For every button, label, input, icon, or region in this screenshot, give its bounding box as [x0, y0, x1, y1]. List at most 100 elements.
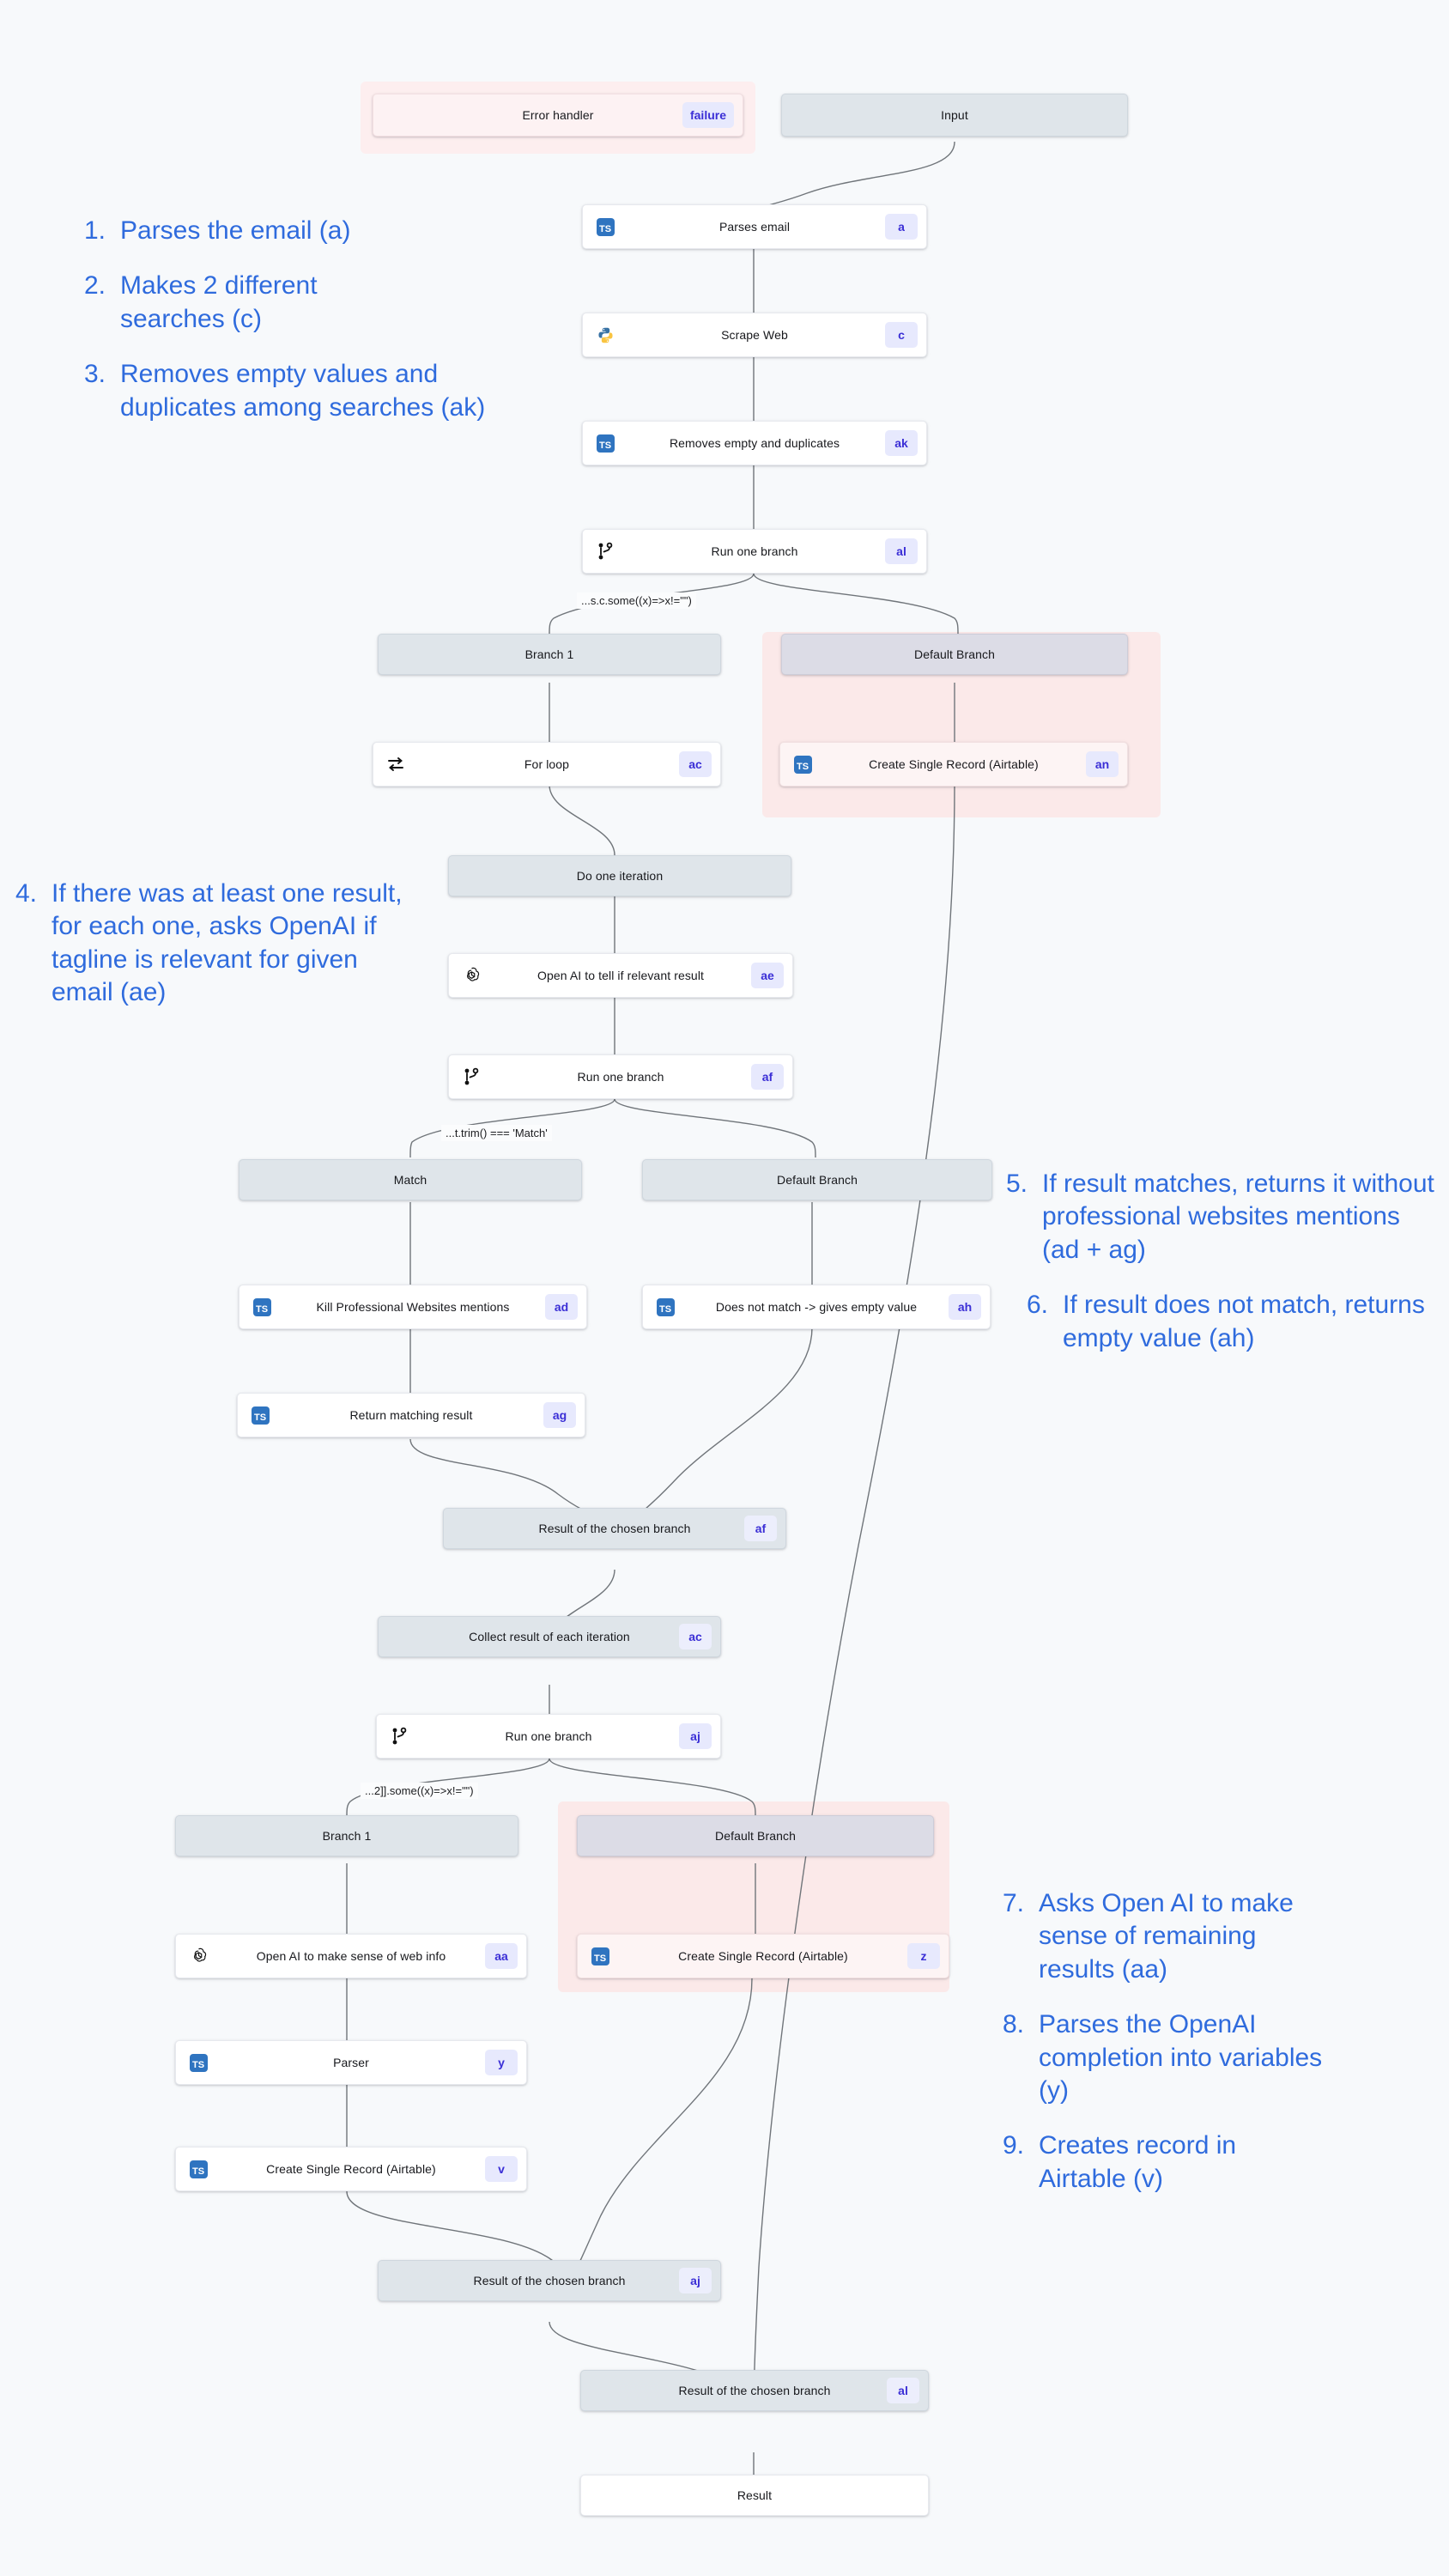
- condition-label-af: ...t.trim() === 'Match': [441, 1125, 552, 1141]
- node-openai-make-sense-web-info[interactable]: Open AI to make sense of web info aa: [175, 1934, 527, 1978]
- node-badge: aj: [679, 2268, 712, 2293]
- annotation-text: Makes 2 different searches (c): [120, 271, 318, 333]
- node-scrape-web[interactable]: Scrape Web c: [582, 313, 927, 357]
- node-badge: ae: [751, 963, 784, 988]
- typescript-icon: TS: [595, 433, 615, 453]
- node-badge: ac: [679, 1624, 712, 1649]
- typescript-icon: TS: [250, 1405, 270, 1425]
- openai-icon: [461, 965, 482, 986]
- node-label: Removes empty and duplicates: [669, 436, 840, 450]
- node-result-chosen-branch-aj[interactable]: Result of the chosen branch aj: [378, 2260, 721, 2301]
- node-label: Create Single Record (Airtable): [266, 2162, 436, 2176]
- node-parses-email[interactable]: TS Parses email a: [582, 204, 927, 249]
- node-badge: failure: [682, 102, 734, 128]
- node-match-branch[interactable]: Match: [239, 1159, 582, 1200]
- annotation-list: 7. Asks Open AI to make sense of remaini…: [1003, 1887, 1372, 2196]
- annotation-text: Parses the email (a): [120, 216, 351, 245]
- branch-icon: [595, 541, 615, 562]
- node-badge: y: [485, 2050, 518, 2075]
- typescript-icon: TS: [792, 754, 813, 775]
- node-badge: aa: [485, 1943, 518, 1969]
- annotation-item: 1. Parses the email (a): [84, 215, 565, 247]
- node-result-chosen-branch-al[interactable]: Result of the chosen branch al: [580, 2370, 929, 2411]
- node-removes-empty-duplicates[interactable]: TS Removes empty and duplicates ak: [582, 421, 927, 465]
- condition-label-al: ...s.c.some((x)=>x!=""): [577, 592, 696, 609]
- annotation-item: 3. Removes empty values and duplicates a…: [84, 358, 522, 424]
- node-run-one-branch-aj[interactable]: Run one branch aj: [376, 1714, 721, 1759]
- node-input[interactable]: Input: [781, 94, 1128, 137]
- node-label: Input: [941, 108, 968, 122]
- node-default-branch-mid[interactable]: Default Branch: [642, 1159, 992, 1200]
- node-for-loop[interactable]: For loop ac: [373, 742, 721, 787]
- typescript-icon: TS: [655, 1297, 676, 1317]
- node-collect-result-each-iteration[interactable]: Collect result of each iteration ac: [378, 1616, 721, 1657]
- node-badge: v: [485, 2156, 518, 2182]
- node-label: Open AI to tell if relevant result: [537, 969, 705, 982]
- node-return-matching-result[interactable]: TS Return matching result ag: [237, 1393, 585, 1437]
- annotation-number: 6.: [1027, 1291, 1049, 1320]
- node-label: Run one branch: [711, 544, 798, 558]
- typescript-icon: TS: [252, 1297, 272, 1317]
- node-badge: a: [885, 214, 918, 240]
- python-icon: [595, 325, 615, 345]
- node-branch-1-top[interactable]: Branch 1: [378, 634, 721, 675]
- annotation-number: 5.: [1006, 1170, 1028, 1198]
- node-label: Error handler: [522, 108, 594, 122]
- annotation-group-right-lower: 7. Asks Open AI to make sense of remaini…: [1003, 1887, 1372, 2218]
- node-create-single-record-v[interactable]: TS Create Single Record (Airtable) v: [175, 2147, 527, 2191]
- node-label: Run one branch: [577, 1070, 664, 1084]
- node-label: Branch 1: [322, 1829, 372, 1843]
- annotation-item: 9. Creates record in Airtable (v): [1003, 2129, 1329, 2196]
- node-create-single-record-an[interactable]: TS Create Single Record (Airtable) an: [779, 742, 1128, 787]
- annotation-text: If result matches, returns it without pr…: [1042, 1170, 1434, 1264]
- node-label: Match: [393, 1173, 427, 1187]
- annotation-number: 8.: [1003, 2010, 1025, 2039]
- typescript-icon: TS: [188, 2052, 209, 2073]
- annotation-number: 7.: [1003, 1889, 1025, 1917]
- annotation-text: Parses the OpenAI completion into variab…: [1039, 2010, 1323, 2105]
- node-label: Default Branch: [714, 1829, 796, 1843]
- annotation-group-right-mid: 5. If result matches, returns it without…: [1006, 1168, 1435, 1377]
- annotation-text: Asks Open AI to make sense of remaining …: [1039, 1889, 1294, 1984]
- annotation-item: 8. Parses the OpenAI completion into var…: [1003, 2008, 1355, 2107]
- node-label: Kill Professional Websites mentions: [316, 1300, 510, 1314]
- node-result-chosen-branch-af[interactable]: Result of the chosen branch af: [443, 1508, 786, 1549]
- node-kill-professional-websites-mentions[interactable]: TS Kill Professional Websites mentions a…: [239, 1285, 587, 1329]
- node-label: Collect result of each iteration: [469, 1630, 630, 1643]
- node-badge: ag: [543, 1402, 576, 1428]
- branch-icon: [461, 1066, 482, 1087]
- node-badge: af: [744, 1516, 777, 1541]
- node-label: Branch 1: [524, 647, 574, 661]
- annotation-number: 9.: [1003, 2131, 1025, 2160]
- node-do-one-iteration[interactable]: Do one iteration: [448, 855, 791, 896]
- node-parser[interactable]: TS Parser y: [175, 2040, 527, 2085]
- annotation-item: 4. If there was at least one result, for…: [15, 878, 410, 1010]
- node-label: Create Single Record (Airtable): [678, 1949, 848, 1963]
- node-run-one-branch-af[interactable]: Run one branch af: [448, 1054, 793, 1099]
- node-default-branch-top[interactable]: Default Branch: [781, 634, 1128, 675]
- node-result-final[interactable]: Result: [580, 2475, 929, 2516]
- node-badge: z: [907, 1943, 940, 1969]
- node-badge: an: [1086, 751, 1119, 777]
- annotation-number: 2.: [84, 271, 106, 301]
- node-branch-1-low[interactable]: Branch 1: [175, 1815, 518, 1856]
- node-badge: ac: [679, 751, 712, 777]
- node-label: Run one branch: [505, 1729, 592, 1743]
- annotation-number: 1.: [84, 216, 106, 245]
- annotation-item: 2. Makes 2 different searches (c): [84, 270, 385, 336]
- node-label: Return matching result: [349, 1408, 473, 1422]
- node-default-branch-low[interactable]: Default Branch: [577, 1815, 934, 1856]
- node-badge: aj: [679, 1723, 712, 1749]
- annotation-number: 4.: [15, 879, 38, 908]
- node-label: For loop: [524, 757, 570, 771]
- node-label: Open AI to make sense of web info: [256, 1949, 446, 1963]
- node-error-handler[interactable]: Error handler failure: [373, 94, 743, 137]
- node-label: Default Branch: [913, 647, 995, 661]
- condition-label-aj: ...2]].some((x)=>x!=""): [361, 1783, 478, 1799]
- node-run-one-branch-al[interactable]: Run one branch al: [582, 529, 927, 574]
- node-does-not-match[interactable]: TS Does not match -> gives empty value a…: [642, 1285, 991, 1329]
- node-create-single-record-z[interactable]: TS Create Single Record (Airtable) z: [577, 1934, 949, 1978]
- typescript-icon: TS: [595, 216, 615, 237]
- node-openai-relevant-result[interactable]: Open AI to tell if relevant result ae: [448, 953, 793, 998]
- typescript-icon: TS: [188, 2159, 209, 2179]
